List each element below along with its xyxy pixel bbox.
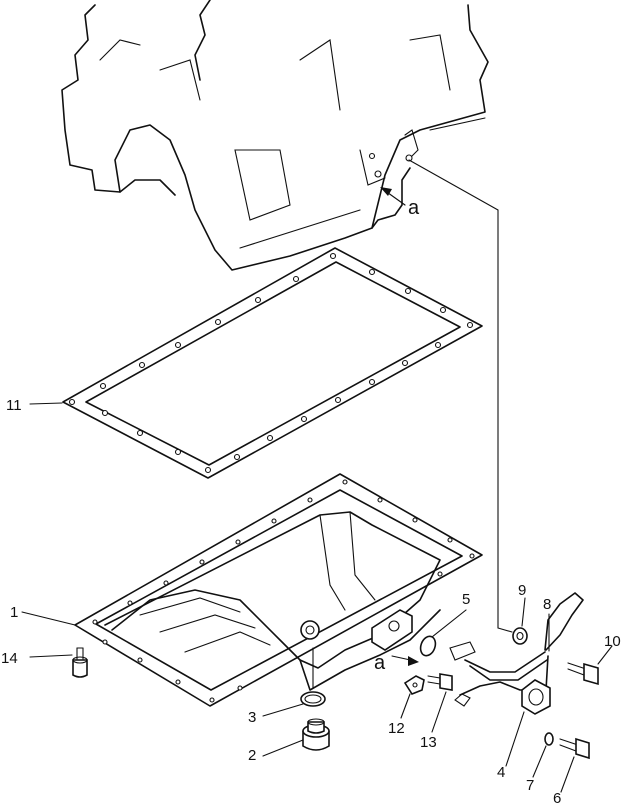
callout-7: 7	[526, 777, 534, 794]
callout-10: 10	[604, 633, 621, 650]
engine-block	[61, 0, 489, 271]
callout-13: 13	[420, 734, 437, 751]
callout-4: 4	[497, 764, 505, 781]
callout-9: 9	[518, 582, 526, 599]
callout-3: 3	[248, 709, 256, 726]
bolt-part-6	[559, 737, 590, 760]
reference-a-bottom: a	[374, 652, 419, 674]
callout-8: 8	[543, 596, 551, 613]
gasket-part-11	[62, 247, 483, 479]
bolt-part-10	[567, 662, 599, 686]
reference-a-top-label: a	[408, 197, 420, 219]
callout-11: 11	[6, 397, 22, 414]
callout-5: 5	[462, 591, 470, 608]
o-ring-part-5	[419, 635, 437, 657]
callout-6: 6	[553, 790, 561, 805]
grommet-part-9	[512, 627, 528, 645]
callout-2: 2	[248, 747, 256, 764]
oil-pan-part-1	[74, 473, 483, 707]
callout-12: 12	[388, 720, 405, 737]
drain-plug-part-2	[302, 718, 330, 751]
alignment-line	[408, 159, 499, 211]
callout-leaders	[21, 402, 613, 793]
bolt-part-13	[427, 673, 453, 691]
bolt-part-14	[72, 647, 88, 678]
dipstick-assembly	[449, 592, 584, 715]
reference-a-bottom-label: a	[374, 652, 386, 674]
reference-a-top: a	[380, 187, 420, 219]
washer-part-7	[544, 732, 554, 746]
clip-part-12	[403, 675, 425, 695]
callout-1: 1	[10, 604, 18, 621]
o-ring-part-3	[300, 691, 326, 707]
callout-14: 14	[1, 650, 18, 667]
